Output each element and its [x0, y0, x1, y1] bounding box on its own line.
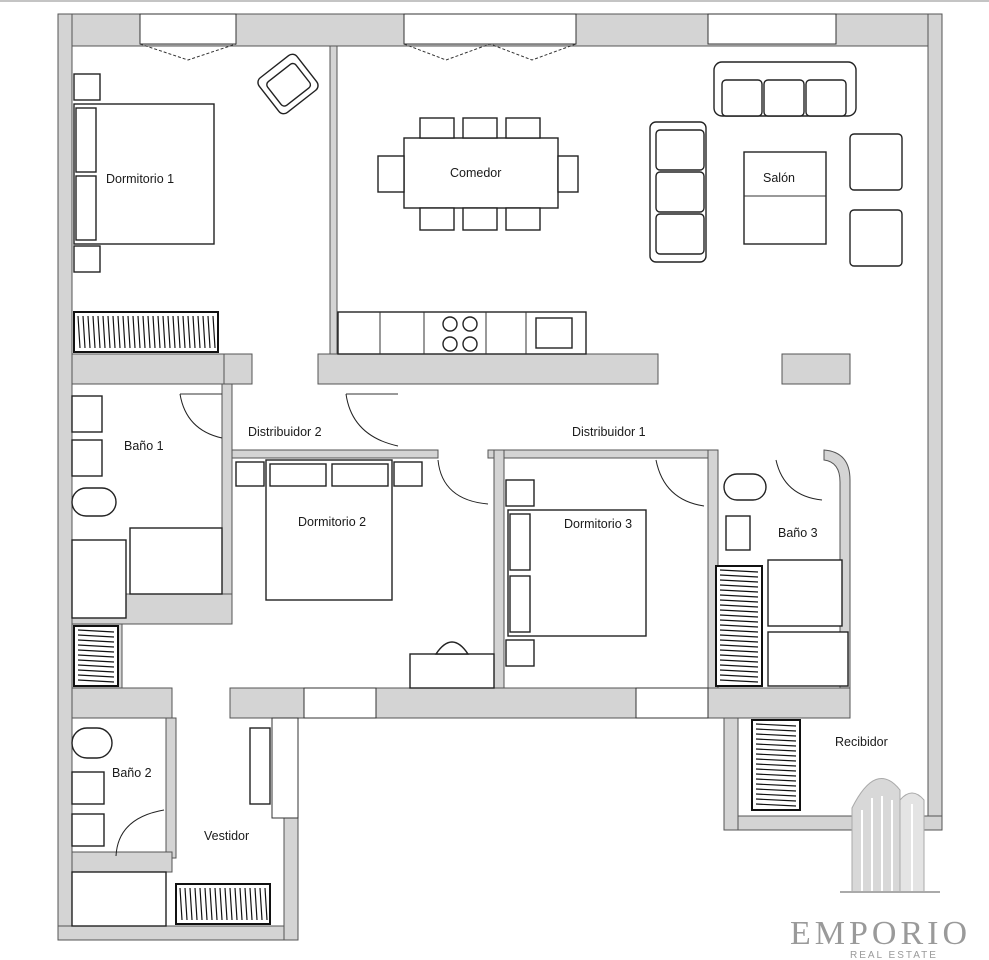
bottom-windows — [271, 687, 709, 819]
wardrobe-hatch — [179, 887, 268, 921]
label-dormitorio1: Dormitorio 1 — [106, 172, 174, 186]
top-windows — [139, 13, 837, 61]
kitchen-counter — [337, 311, 587, 355]
label-comedor: Comedor — [450, 166, 501, 180]
wardrobe-hatch — [719, 569, 759, 683]
label-dormitorio2: Dormitorio 2 — [298, 515, 366, 529]
label-dormitorio3: Dormitorio 3 — [564, 517, 632, 531]
brand-tagline: REAL ESTATE — [850, 950, 938, 960]
label-bano1: Baño 1 — [124, 439, 164, 453]
living-room-furniture — [649, 61, 903, 267]
label-distribuidor2: Distribuidor 2 — [248, 425, 322, 439]
label-recibidor: Recibidor — [835, 735, 888, 749]
vestidor-bay — [249, 727, 271, 805]
dorm2-furniture — [235, 459, 495, 689]
emporio-logo-icon — [840, 778, 940, 893]
door-swings — [115, 393, 823, 857]
dorm1-furniture — [73, 53, 319, 353]
dorm3-furniture — [505, 479, 647, 667]
wardrobe-hatch — [77, 629, 115, 683]
bathroom1-fixtures — [71, 395, 223, 619]
room-labels: Dormitorio 1 Comedor Salón Baño 1 Distri… — [106, 166, 888, 843]
label-bano3: Baño 3 — [778, 526, 818, 540]
label-salon: Salón — [763, 171, 795, 185]
dining-table — [377, 117, 579, 231]
label-vestidor: Vestidor — [204, 829, 249, 843]
wardrobe-hatch — [755, 723, 797, 807]
wardrobe-hatch — [77, 315, 216, 349]
label-bano2: Baño 2 — [112, 766, 152, 780]
bathroom2-fixtures — [71, 727, 167, 927]
label-distribuidor1: Distribuidor 1 — [572, 425, 646, 439]
bathroom3-fixtures — [715, 473, 849, 687]
brand-name: EMPORIO — [790, 915, 971, 952]
